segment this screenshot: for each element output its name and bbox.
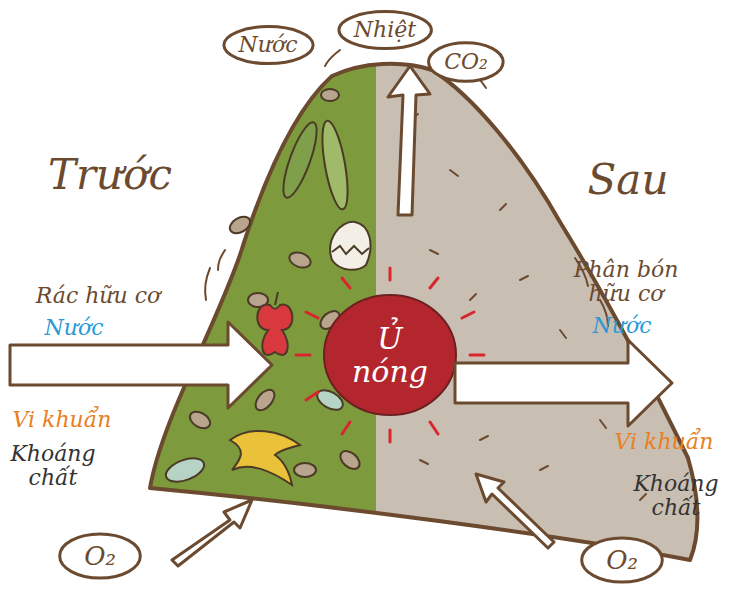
output-oval: CO₂ [427,41,505,83]
oval-text: O₂ [606,546,638,575]
oxygen-oval: O₂ [58,532,142,580]
process-core: Ủ nóng [323,310,457,400]
input-label: Nước [45,316,104,340]
oval-text: O₂ [84,542,116,571]
oval-text: Nhiệt [354,18,416,42]
motion-marks [205,50,608,326]
output-label: Phân bón hữu cơ [561,258,691,306]
oval-text: CO₂ [444,50,488,74]
flow-arrows [10,66,672,566]
compost-pile [150,64,697,560]
input-label: Khoáng chất [3,442,103,490]
input-label: Vi khuẩn [13,408,112,432]
output-label: Nước [593,314,652,338]
input-label: Rác hữu cơ [36,284,161,308]
core-text: Ủ nóng [340,322,440,388]
section-heading: Sau [588,157,669,203]
output-label: Vi khuẩn [615,430,714,454]
output-oval: Nước [222,25,315,65]
output-oval: Nhiệt [337,10,433,50]
output-label: Khoáng chất [626,472,726,520]
oval-text: Nước [239,33,298,57]
section-heading: Trước [48,152,172,198]
oxygen-oval: O₂ [580,536,664,584]
heat-core [296,268,484,442]
organic-scraps [163,89,371,486]
